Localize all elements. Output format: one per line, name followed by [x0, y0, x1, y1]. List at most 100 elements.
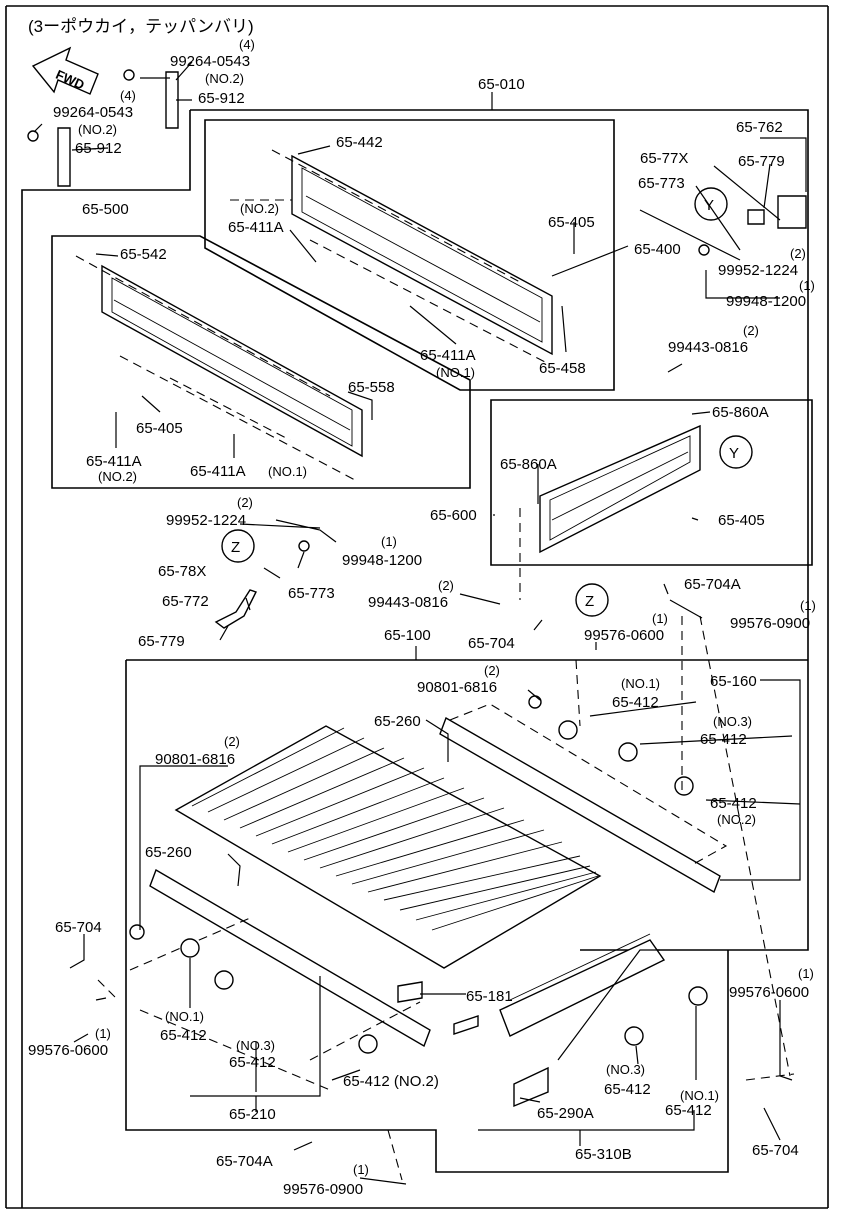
svg-text:Y: Y [729, 445, 739, 462]
svg-text:65-412: 65-412 [710, 795, 757, 812]
floor-slats [174, 725, 602, 969]
svg-text:65-600: 65-600 [430, 507, 477, 524]
svg-text:99264-0543: 99264-0543 [170, 53, 250, 70]
fwd-arrow-icon: FWD [31, 46, 99, 95]
svg-text:65-442: 65-442 [336, 134, 383, 151]
svg-text:(1): (1) [95, 1026, 111, 1041]
svg-text:99952-1224: 99952-1224 [166, 512, 246, 529]
svg-text:(2): (2) [790, 246, 806, 261]
svg-text:65-912: 65-912 [75, 140, 122, 157]
callout-y-top: Y [694, 187, 728, 221]
svg-text:(NO.2): (NO.2) [240, 201, 279, 216]
svg-text:(1): (1) [381, 534, 397, 549]
svg-text:99952-1224: 99952-1224 [718, 262, 798, 279]
assembly-frames [21, 109, 813, 1208]
svg-text:(NO.1): (NO.1) [621, 676, 660, 691]
svg-text:(2): (2) [237, 495, 253, 510]
leader-lines [33, 61, 807, 1185]
svg-text:65-412: 65-412 [665, 1102, 712, 1119]
svg-text:65-412: 65-412 [160, 1027, 207, 1044]
svg-text:(NO.1): (NO.1) [436, 365, 475, 380]
svg-text:65-405: 65-405 [548, 214, 595, 231]
svg-text:65-773: 65-773 [638, 175, 685, 192]
svg-text:99576-0600: 99576-0600 [28, 1042, 108, 1059]
part-labels: (4) 99264-0543 (4) 99264-0543 (NO.2) 65-… [28, 37, 816, 1198]
svg-text:90801-6816: 90801-6816 [417, 679, 497, 696]
svg-text:65-458: 65-458 [539, 360, 586, 377]
rail-right [439, 703, 728, 894]
svg-text:65-704A: 65-704A [216, 1153, 273, 1170]
svg-text:(NO.3): (NO.3) [713, 714, 752, 729]
svg-text:(2): (2) [224, 734, 240, 749]
callout-z-left: Z [221, 529, 255, 563]
svg-text:65-704: 65-704 [468, 635, 515, 652]
svg-text:65-310B: 65-310B [575, 1146, 632, 1163]
svg-text:(NO.3): (NO.3) [606, 1062, 645, 1077]
svg-text:65-405: 65-405 [718, 512, 765, 529]
page-border [5, 5, 829, 1209]
svg-text:(4): (4) [120, 88, 136, 103]
svg-text:(1): (1) [799, 278, 815, 293]
rear-gate-panel [75, 255, 363, 481]
svg-text:65-412: 65-412 [604, 1081, 651, 1098]
svg-text:(1): (1) [353, 1162, 369, 1177]
svg-text:65-412 (NO.2): 65-412 (NO.2) [343, 1073, 439, 1090]
front-gate-panel [230, 149, 553, 363]
svg-text:(NO.3): (NO.3) [236, 1038, 275, 1053]
svg-text:65-405: 65-405 [136, 420, 183, 437]
svg-text:65-400: 65-400 [634, 241, 681, 258]
side-gate-panel [539, 424, 701, 554]
svg-text:99576-0900: 99576-0900 [730, 615, 810, 632]
svg-text:65-78X: 65-78X [158, 563, 206, 580]
svg-text:65-542: 65-542 [120, 246, 167, 263]
svg-text:(1): (1) [800, 598, 816, 613]
svg-text:65-411A: 65-411A [420, 347, 476, 364]
svg-text:(NO.1): (NO.1) [680, 1088, 719, 1103]
svg-text:65-412: 65-412 [700, 731, 747, 748]
svg-text:65-010: 65-010 [478, 76, 525, 93]
svg-text:65-500: 65-500 [82, 201, 129, 218]
svg-text:99576-0600: 99576-0600 [729, 984, 809, 1001]
svg-text:65-704: 65-704 [752, 1142, 799, 1159]
svg-text:99264-0543: 99264-0543 [53, 104, 133, 121]
svg-text:65-260: 65-260 [145, 844, 192, 861]
svg-text:65-779: 65-779 [138, 633, 185, 650]
svg-text:90801-6816: 90801-6816 [155, 751, 235, 768]
svg-text:(NO.2): (NO.2) [98, 469, 137, 484]
rail-bottom [499, 933, 666, 1037]
svg-text:(4): (4) [239, 37, 255, 52]
svg-text:65-704A: 65-704A [684, 576, 741, 593]
svg-text:65-100: 65-100 [384, 627, 431, 644]
svg-text:65-779: 65-779 [738, 153, 785, 170]
svg-text:65-912: 65-912 [198, 90, 245, 107]
callout-y-mid: Y [719, 435, 753, 469]
svg-text:(NO.2): (NO.2) [205, 71, 244, 86]
svg-text:(NO.1): (NO.1) [165, 1009, 204, 1024]
svg-text:65-77X: 65-77X [640, 150, 688, 167]
svg-text:99948-1200: 99948-1200 [342, 552, 422, 569]
svg-text:65-181: 65-181 [466, 988, 513, 1005]
svg-text:Z: Z [231, 539, 240, 556]
svg-text:(2): (2) [438, 578, 454, 593]
svg-text:65-290A: 65-290A [537, 1105, 594, 1122]
svg-text:65-412: 65-412 [229, 1054, 276, 1071]
svg-text:Z: Z [585, 593, 594, 610]
svg-text:65-210: 65-210 [229, 1106, 276, 1123]
svg-text:(2): (2) [743, 323, 759, 338]
svg-text:65-260: 65-260 [374, 713, 421, 730]
svg-text:(NO.2): (NO.2) [717, 812, 756, 827]
svg-text:(NO.2): (NO.2) [78, 122, 117, 137]
svg-text:65-411A: 65-411A [86, 453, 142, 470]
svg-text:99576-0600: 99576-0600 [584, 627, 664, 644]
svg-text:65-160: 65-160 [710, 673, 757, 690]
diagram-title: (3ーポウカイ，テッパンバリ) [28, 17, 254, 36]
svg-text:99576-0900: 99576-0900 [283, 1181, 363, 1198]
svg-text:65-772: 65-772 [162, 593, 209, 610]
svg-text:65-411A: 65-411A [228, 219, 284, 236]
svg-text:65-704: 65-704 [55, 919, 102, 936]
callout-z-mid: Z [575, 583, 609, 617]
svg-text:(1): (1) [652, 611, 668, 626]
svg-text:65-558: 65-558 [348, 379, 395, 396]
svg-text:(2): (2) [484, 663, 500, 678]
